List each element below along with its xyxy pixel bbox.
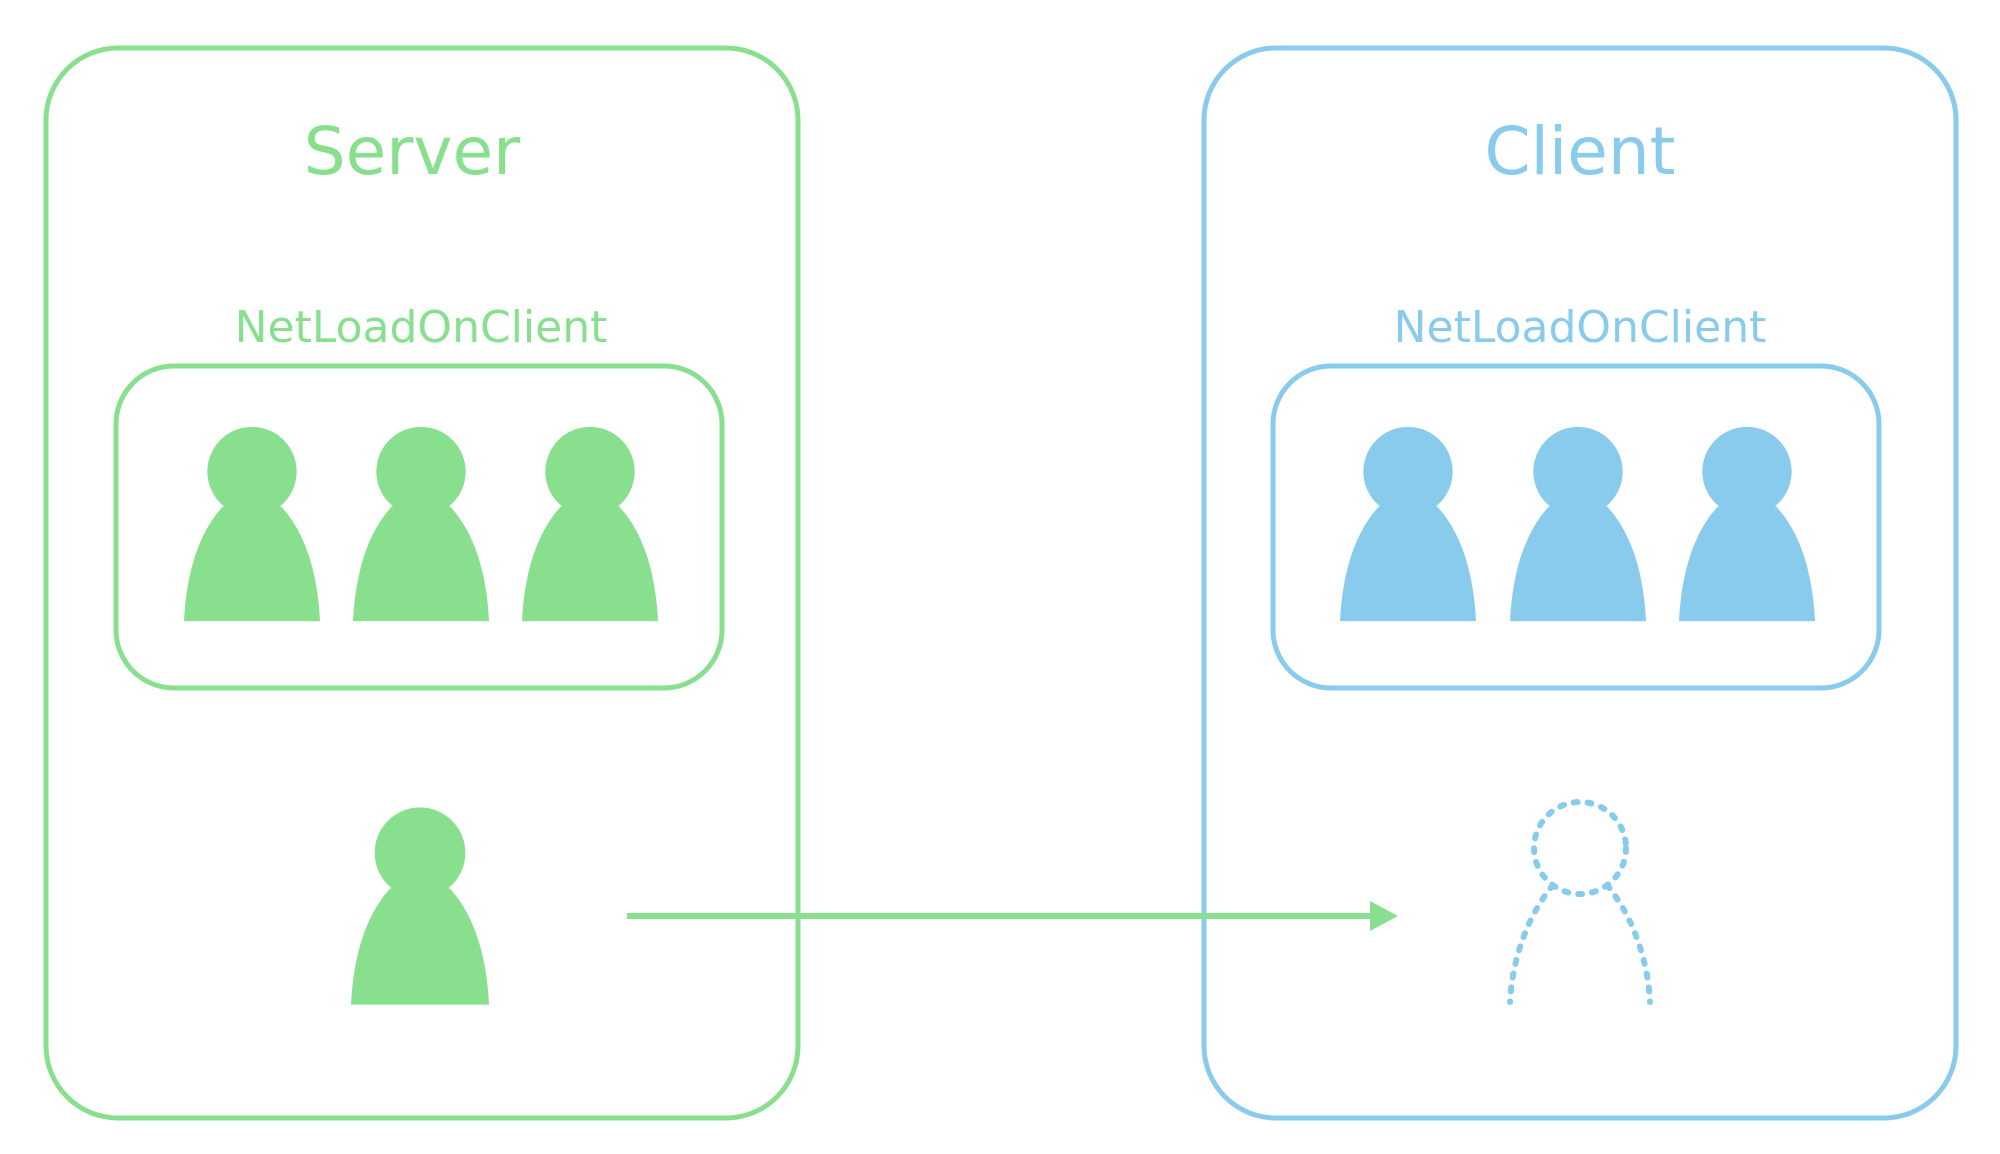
person-icon [1340, 426, 1476, 622]
server-title: Server [304, 113, 521, 190]
client-title: Client [1484, 113, 1675, 190]
client-group-persons [1340, 426, 1815, 622]
server-group-label: NetLoadOnClient [235, 302, 608, 353]
server-panel: Server NetLoadOnClient [43, 45, 801, 1121]
spawn-arrow-head-icon [1370, 901, 1398, 931]
person-icon [1679, 426, 1815, 622]
server-group-box [113, 363, 725, 691]
server-spawned-person-icon [351, 807, 489, 1005]
person-icon [522, 426, 658, 622]
client-pending-person-icon [1507, 799, 1653, 1005]
person-icon [353, 426, 489, 622]
client-group-label: NetLoadOnClient [1394, 302, 1767, 353]
client-group-box [1270, 363, 1882, 691]
server-group-persons [184, 426, 658, 622]
client-panel-border [1201, 45, 1959, 1121]
server-panel-border [43, 45, 801, 1121]
client-panel: Client NetLoadOnClient [1201, 45, 1959, 1121]
person-icon [1510, 426, 1646, 622]
spawn-arrow [627, 901, 1398, 931]
person-icon [184, 426, 320, 622]
